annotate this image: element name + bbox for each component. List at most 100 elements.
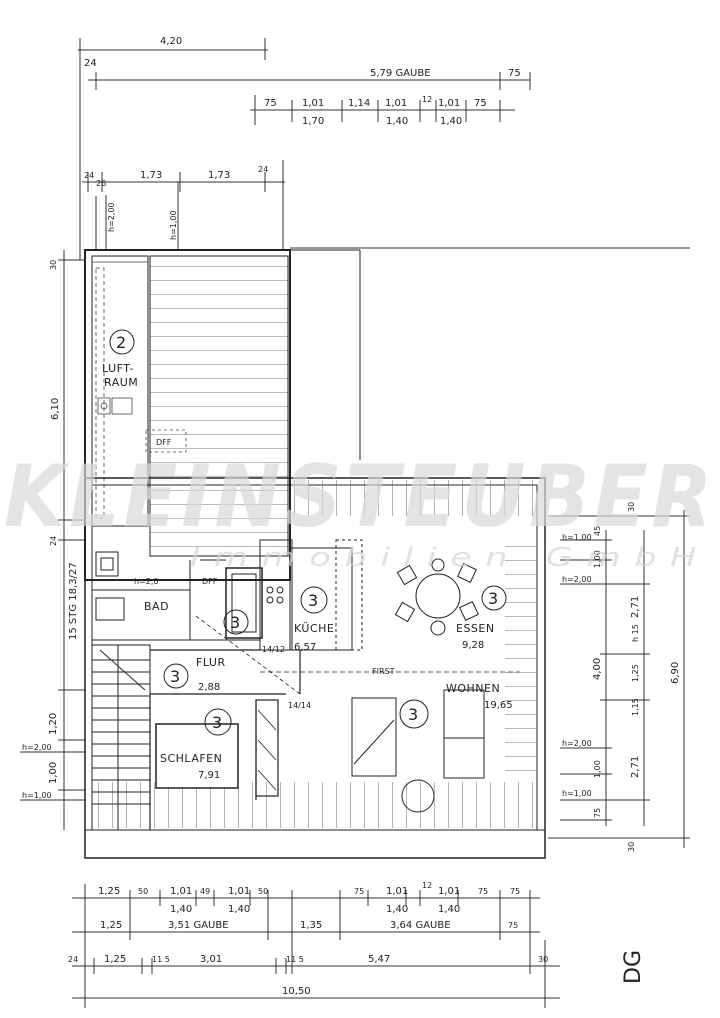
roof-hatch-top xyxy=(290,480,538,516)
bad-height: h=2,0 xyxy=(134,577,159,586)
dim-right-271b: 2,71 xyxy=(630,756,641,778)
kueche-area: 6,57 xyxy=(294,642,316,653)
dim-right-400: 4,00 xyxy=(592,658,603,680)
dim-w3: 1,14 xyxy=(348,98,370,109)
dim-h-left: h=2,00 xyxy=(107,202,116,232)
dim-h2: 1,40 xyxy=(386,116,408,127)
dim-right-h200b: h=2,00 xyxy=(562,739,592,748)
dim-right-45: 45 xyxy=(593,526,602,536)
dim-bottom-r1-2: 1,01 xyxy=(170,886,192,897)
dim-bottom-r3-4: 11 5 xyxy=(286,955,304,964)
dim-w4: 1,01 xyxy=(385,98,407,109)
roof-hatch-upper xyxy=(150,256,288,556)
dim-bottom-r1-11: 75 xyxy=(510,887,520,896)
luftraum-number: 2 xyxy=(116,333,126,352)
dim-bottom-r1-8: 12 xyxy=(422,881,432,890)
dim-w7: 75 xyxy=(474,98,487,109)
room-markers xyxy=(109,329,507,736)
dim-bottom-r1-0: 1,25 xyxy=(98,886,120,897)
dim-bottom-r1-10: 75 xyxy=(478,887,488,896)
dim-bottom-h-0: 1,40 xyxy=(170,904,192,915)
dim-bottom-r3-6: 30 xyxy=(538,955,548,964)
dim-w5: 12 xyxy=(422,95,432,104)
dim-bottom-r1-9: 1,01 xyxy=(438,886,460,897)
flur-label: FLUR xyxy=(196,656,226,669)
dim-right-125: 1,25 xyxy=(631,664,640,682)
top-dimension-labels: 4,20 24 5,79 GAUBE 75 75 1,01 1,14 1,01 … xyxy=(84,36,521,240)
dim-bottom-r1-3: 49 xyxy=(200,887,210,896)
dim-bottom-r2-4: 75 xyxy=(508,921,518,930)
dim-bottom-r3-2: 11 5 xyxy=(152,955,170,964)
building-outline xyxy=(84,249,546,859)
left-dimension-labels: 30 6,10 24 15 STG 18,3/27 1,20 h=2,00 1,… xyxy=(22,260,79,800)
kitchen xyxy=(259,539,363,651)
dim-w1: 75 xyxy=(264,98,277,109)
dim-bottom-r2-1: 3,51 GAUBE xyxy=(168,920,229,931)
left-dimension-lines xyxy=(20,250,86,830)
dim-bottom-r2-3: 3,64 GAUBE xyxy=(390,920,451,931)
right-dimension-lines xyxy=(548,510,690,848)
essen-label: ESSEN xyxy=(456,622,495,635)
stair-label: 15 STG 18,3/27 xyxy=(68,562,79,640)
wohnen-area: 19,65 xyxy=(484,700,513,711)
dim-right-30-top: 30 xyxy=(627,502,636,512)
dim-left-h100: h=1,00 xyxy=(22,791,52,800)
dim-overall-left: 4,20 xyxy=(160,36,182,47)
luftraum-label-2: RAUM xyxy=(104,376,138,389)
first-label: FIRST xyxy=(372,667,395,676)
roof-hatch-right xyxy=(505,540,537,782)
dim-right-30-bottom: 30 xyxy=(627,842,636,852)
door-dim: 14/14 xyxy=(288,701,311,710)
luftraum-label-1: LUFT- xyxy=(102,362,134,375)
dim-left-24: 24 xyxy=(49,536,58,546)
dim-w2: 1,01 xyxy=(302,98,324,109)
roof-hatch-upper-frame xyxy=(149,255,289,557)
dim-a4: 1,73 xyxy=(208,170,230,181)
dim-right-100: 1,00 xyxy=(593,550,602,568)
wohnen-label: WOHNEN xyxy=(446,682,500,695)
dim-bottom-r1-6: 75 xyxy=(354,887,364,896)
floor-label: DG xyxy=(621,950,646,984)
dim-bottom-h-2: 1,40 xyxy=(386,904,408,915)
wohnen-number: 3 xyxy=(408,705,418,724)
interior-walls xyxy=(149,615,520,830)
right-dimension-labels: 30 45 h=1,00 1,00 h=2,00 2,71 4,00 h 15 … xyxy=(562,502,681,852)
dim-bottom-r3-1: 1,25 xyxy=(104,954,126,965)
dff-label-1: DFF xyxy=(156,438,172,447)
dim-wall-left: 24 xyxy=(84,58,97,69)
dim-bottom-h-3: 1,40 xyxy=(438,904,460,915)
dim-bottom-r2-0: 1,25 xyxy=(100,920,122,931)
dim-a3: 1,73 xyxy=(140,170,162,181)
dim-right-271a: 2,71 xyxy=(630,596,641,618)
dining-furniture xyxy=(394,558,479,636)
dim-bottom-h-1: 1,40 xyxy=(228,904,250,915)
dim-right-690: 6,90 xyxy=(670,662,681,684)
flur-number: 3 xyxy=(170,667,180,686)
dim-a5: 24 xyxy=(258,165,268,174)
kueche-number: 3 xyxy=(308,591,318,610)
top-dimension-lines xyxy=(78,38,690,260)
dim-right-75: 75 xyxy=(593,808,602,818)
kueche-door-dim: 14/12 xyxy=(262,645,285,654)
kueche-label: KÜCHE xyxy=(294,622,334,635)
bathroom xyxy=(92,551,263,641)
dim-gaube-total: 5,79 GAUBE xyxy=(370,68,431,79)
dim-bottom-r1-7: 1,01 xyxy=(386,886,408,897)
bottom-dimension-lines xyxy=(72,884,560,1008)
schlafen-label: SCHLAFEN xyxy=(160,752,222,765)
roof-hatch-bottom xyxy=(92,782,537,828)
dim-a2: 26 xyxy=(96,179,106,188)
dim-left-120: 1,20 xyxy=(48,713,59,735)
dim-bottom-r1-1: 50 xyxy=(138,887,148,896)
luftraum-details xyxy=(92,261,187,519)
flur-area: 2,88 xyxy=(198,682,220,693)
dim-right-h100a: h=1,00 xyxy=(562,533,592,542)
bad-number: 3 xyxy=(230,613,240,632)
dff-label-2: DFF xyxy=(202,577,218,586)
dim-bottom-r1-4: 1,01 xyxy=(228,886,250,897)
dim-bottom-r1-5: 50 xyxy=(258,887,268,896)
room-labels: 2 LUFT- RAUM DFF DFF BAD h=2,0 3 3 KÜCHE… xyxy=(102,333,513,781)
dim-w6: 1,01 xyxy=(438,98,460,109)
dim-left-30: 30 xyxy=(49,260,58,270)
